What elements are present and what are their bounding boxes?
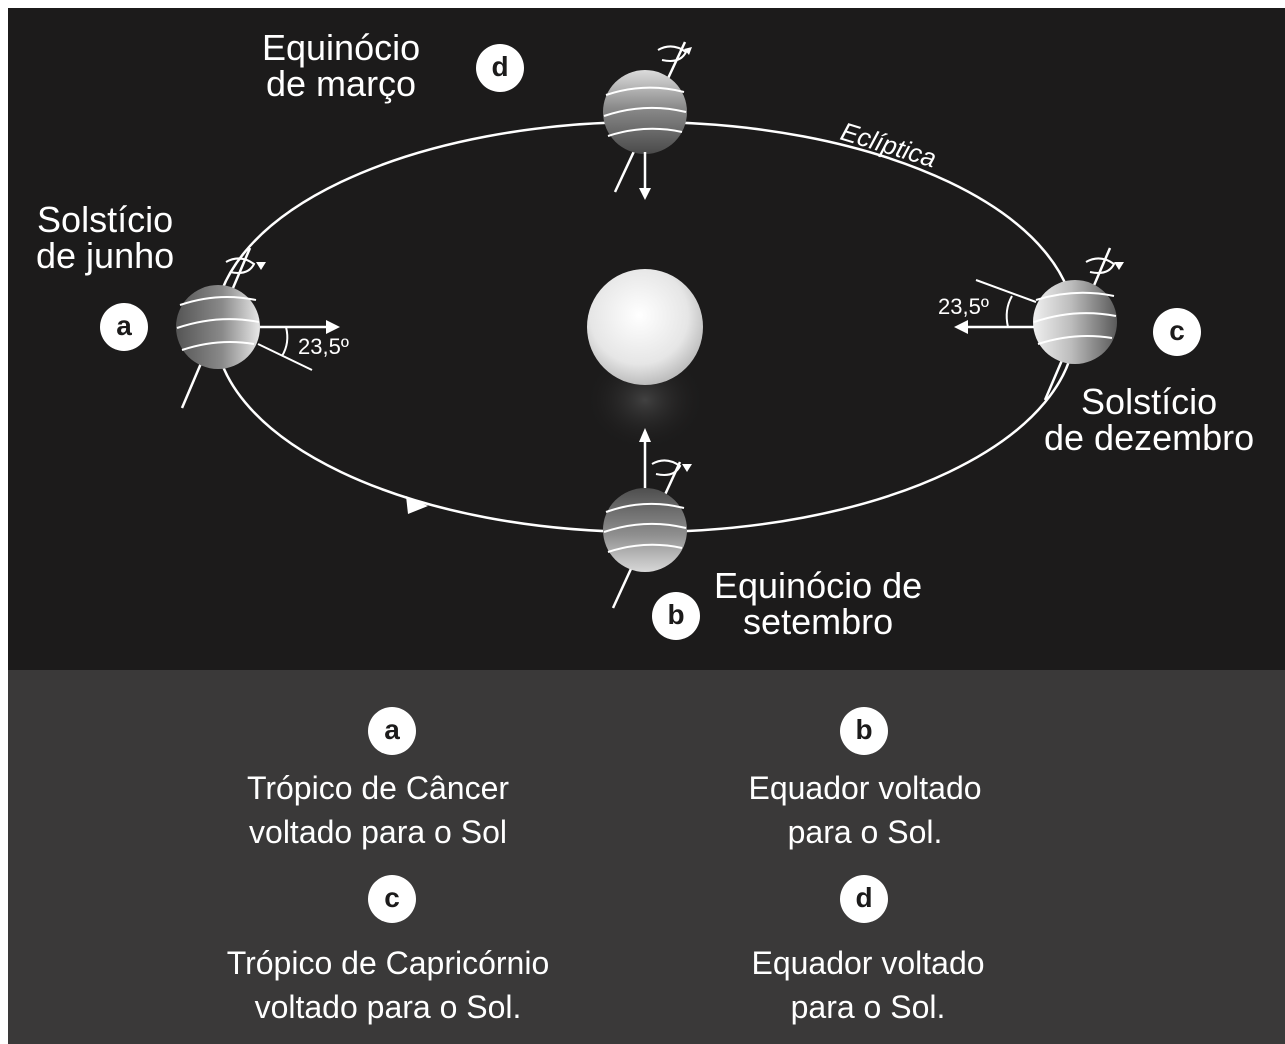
legend-text-d: Equador voltado para o Sol. (751, 945, 985, 1025)
badge-c: c (1153, 308, 1201, 356)
angle-label-june: 23,5º (298, 334, 349, 359)
legend-text-c: Trópico de Capricórnio voltado para o So… (226, 945, 550, 1025)
legend-panel (8, 670, 1285, 1044)
label-december-solstice: Solstício de dezembro (1044, 381, 1255, 458)
badge-a: a (100, 303, 148, 351)
legend-text-b: Equador voltado para o Sol. (748, 770, 982, 850)
orbit-direction-arrow (406, 496, 428, 514)
badge-d: d (476, 44, 524, 92)
legend-text-a: Trópico de Câncer voltado para o Sol (246, 770, 510, 850)
angle-label-december: 23,5º (938, 294, 989, 319)
earth-september-equinox (603, 428, 692, 609)
legend-badge-c: c (368, 875, 416, 923)
legend-badge-a: a (368, 707, 416, 755)
badge-b: b (652, 592, 700, 640)
legend-badge-d: d (840, 875, 888, 923)
earth-march-equinox (603, 41, 692, 200)
label-june-solstice: Solstício de junho (36, 199, 175, 276)
label-september-equinox: Equinócio de setembro (714, 565, 923, 642)
earth-december-solstice (954, 247, 1124, 401)
earth-june-solstice (176, 247, 340, 409)
label-march-equinox: Equinócio de março (262, 27, 421, 104)
sun (587, 269, 703, 385)
legend-badge-b: b (840, 707, 888, 755)
